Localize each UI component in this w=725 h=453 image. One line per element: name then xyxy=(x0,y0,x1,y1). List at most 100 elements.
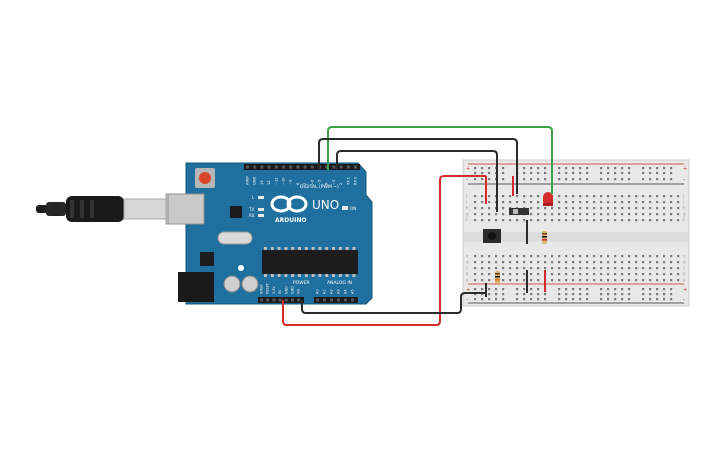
row-letter: d xyxy=(683,260,686,265)
digital-pin[interactable] xyxy=(246,165,249,169)
tx-led-label: TX xyxy=(248,207,254,212)
row-letter: c xyxy=(683,266,685,271)
digital-pin-label: ~6 xyxy=(310,179,314,185)
digital-pin[interactable] xyxy=(310,165,314,169)
digital-pin[interactable] xyxy=(282,165,285,169)
analog-pin-label: A4 xyxy=(344,290,348,294)
digital-pin[interactable] xyxy=(303,165,307,169)
digital-pin[interactable] xyxy=(253,165,257,169)
row-letter: j xyxy=(465,194,467,199)
jumper-black-bottom[interactable] xyxy=(485,220,528,297)
wire-green[interactable] xyxy=(327,126,553,194)
row-letter: a xyxy=(683,278,686,283)
row-letter: b xyxy=(683,272,686,277)
on-led-label: ON xyxy=(350,206,356,211)
analog-pin[interactable] xyxy=(323,298,326,302)
digital-pin-label: ~3 xyxy=(332,180,336,185)
power-pin[interactable] xyxy=(297,298,301,302)
rail-sign: + xyxy=(683,166,687,172)
rx-led-label: RX xyxy=(249,213,255,218)
power-pin[interactable] xyxy=(291,298,294,302)
digital-pin-label: TX 1 xyxy=(346,177,350,186)
digital-pin[interactable] xyxy=(260,165,264,169)
row-letter: h xyxy=(683,206,686,211)
analog-pin-label: A3 xyxy=(337,290,341,294)
board-model: UNO xyxy=(312,198,339,212)
row-letter: j xyxy=(682,194,684,199)
rail-sign: - xyxy=(466,177,468,183)
resistor-icon[interactable] xyxy=(495,271,500,284)
rail-sign: + xyxy=(466,287,470,293)
row-letter: d xyxy=(466,260,469,265)
power-pin-label: Vin xyxy=(297,289,301,294)
usb-port xyxy=(167,193,205,225)
digital-pin-label: AREF xyxy=(246,176,250,185)
digital-pin-label: ~10 xyxy=(282,177,286,185)
digital-pin[interactable] xyxy=(296,165,300,169)
rail-sign: - xyxy=(466,297,468,303)
analog-pin[interactable] xyxy=(330,298,333,302)
digital-pin-label: ~5 xyxy=(318,180,322,185)
row-letter: b xyxy=(466,272,469,277)
digital-pin[interactable] xyxy=(339,165,343,169)
digital-pin[interactable] xyxy=(325,165,329,169)
wire-red-5v[interactable] xyxy=(282,175,486,326)
digital-pin[interactable] xyxy=(346,165,350,169)
power-pin-label: 3.3V xyxy=(272,286,276,294)
atmega-chip xyxy=(262,250,358,274)
row-letter: i xyxy=(683,200,684,205)
analog-pin[interactable] xyxy=(337,298,340,302)
analog-header-label: ANALOG IN xyxy=(327,280,352,286)
digital-pin-label: 13 xyxy=(260,180,264,185)
rail-sign: - xyxy=(683,297,685,303)
wire-black-d4[interactable] xyxy=(318,138,518,194)
pushbutton-icon[interactable] xyxy=(483,229,501,243)
digital-pin[interactable] xyxy=(274,165,278,169)
digital-pin-label: ~9 xyxy=(289,179,293,185)
slide-switch-icon[interactable] xyxy=(509,208,529,215)
digital-pin[interactable] xyxy=(332,165,336,169)
digital-pin[interactable] xyxy=(354,165,357,169)
power-pin-label: IOREF xyxy=(260,284,264,294)
digital-header[interactable] xyxy=(244,164,360,170)
power-pin[interactable] xyxy=(260,298,263,302)
power-pin[interactable] xyxy=(272,298,276,302)
digital-pin-label: 8 xyxy=(296,182,300,185)
analog-pin[interactable] xyxy=(351,298,354,302)
infinity-logo-icon xyxy=(270,195,308,213)
led-icon[interactable] xyxy=(543,192,553,206)
digital-pin-label: RX 0 xyxy=(354,176,358,185)
digital-pin[interactable] xyxy=(267,165,271,169)
row-letter: h xyxy=(466,206,469,211)
wire-black-gnd[interactable] xyxy=(301,292,486,314)
power-pin[interactable] xyxy=(278,298,282,302)
l-led-label: L xyxy=(252,195,255,200)
analog-pin[interactable] xyxy=(344,298,347,302)
analog-header[interactable] xyxy=(314,297,358,303)
digital-pin[interactable] xyxy=(289,165,293,169)
resistor-icon[interactable] xyxy=(542,231,547,244)
digital-pin-label: ~11 xyxy=(274,177,278,185)
rail-sign: + xyxy=(466,166,470,172)
analog-pin-label: A5 xyxy=(351,290,355,294)
analog-pin[interactable] xyxy=(316,298,319,302)
row-letter: f xyxy=(466,218,468,223)
wire-black-d2[interactable] xyxy=(336,150,498,212)
power-pin-label: GND xyxy=(284,286,288,294)
power-jack xyxy=(178,272,214,302)
power-pin[interactable] xyxy=(266,298,270,302)
digital-pin-label: 4 xyxy=(325,182,329,185)
board-brand: ARDUINO xyxy=(275,217,306,224)
power-pin-label: RESET xyxy=(266,282,270,294)
row-letter: g xyxy=(683,212,686,217)
jumper-red-top[interactable] xyxy=(485,176,514,204)
digital-pin-label: 2 xyxy=(339,183,343,185)
power-pin[interactable] xyxy=(284,298,288,302)
analog-pin-label: A1 xyxy=(323,290,327,294)
row-letter: e xyxy=(466,254,469,259)
row-letter: a xyxy=(466,278,469,283)
digital-pin-label: 12 xyxy=(267,180,271,185)
